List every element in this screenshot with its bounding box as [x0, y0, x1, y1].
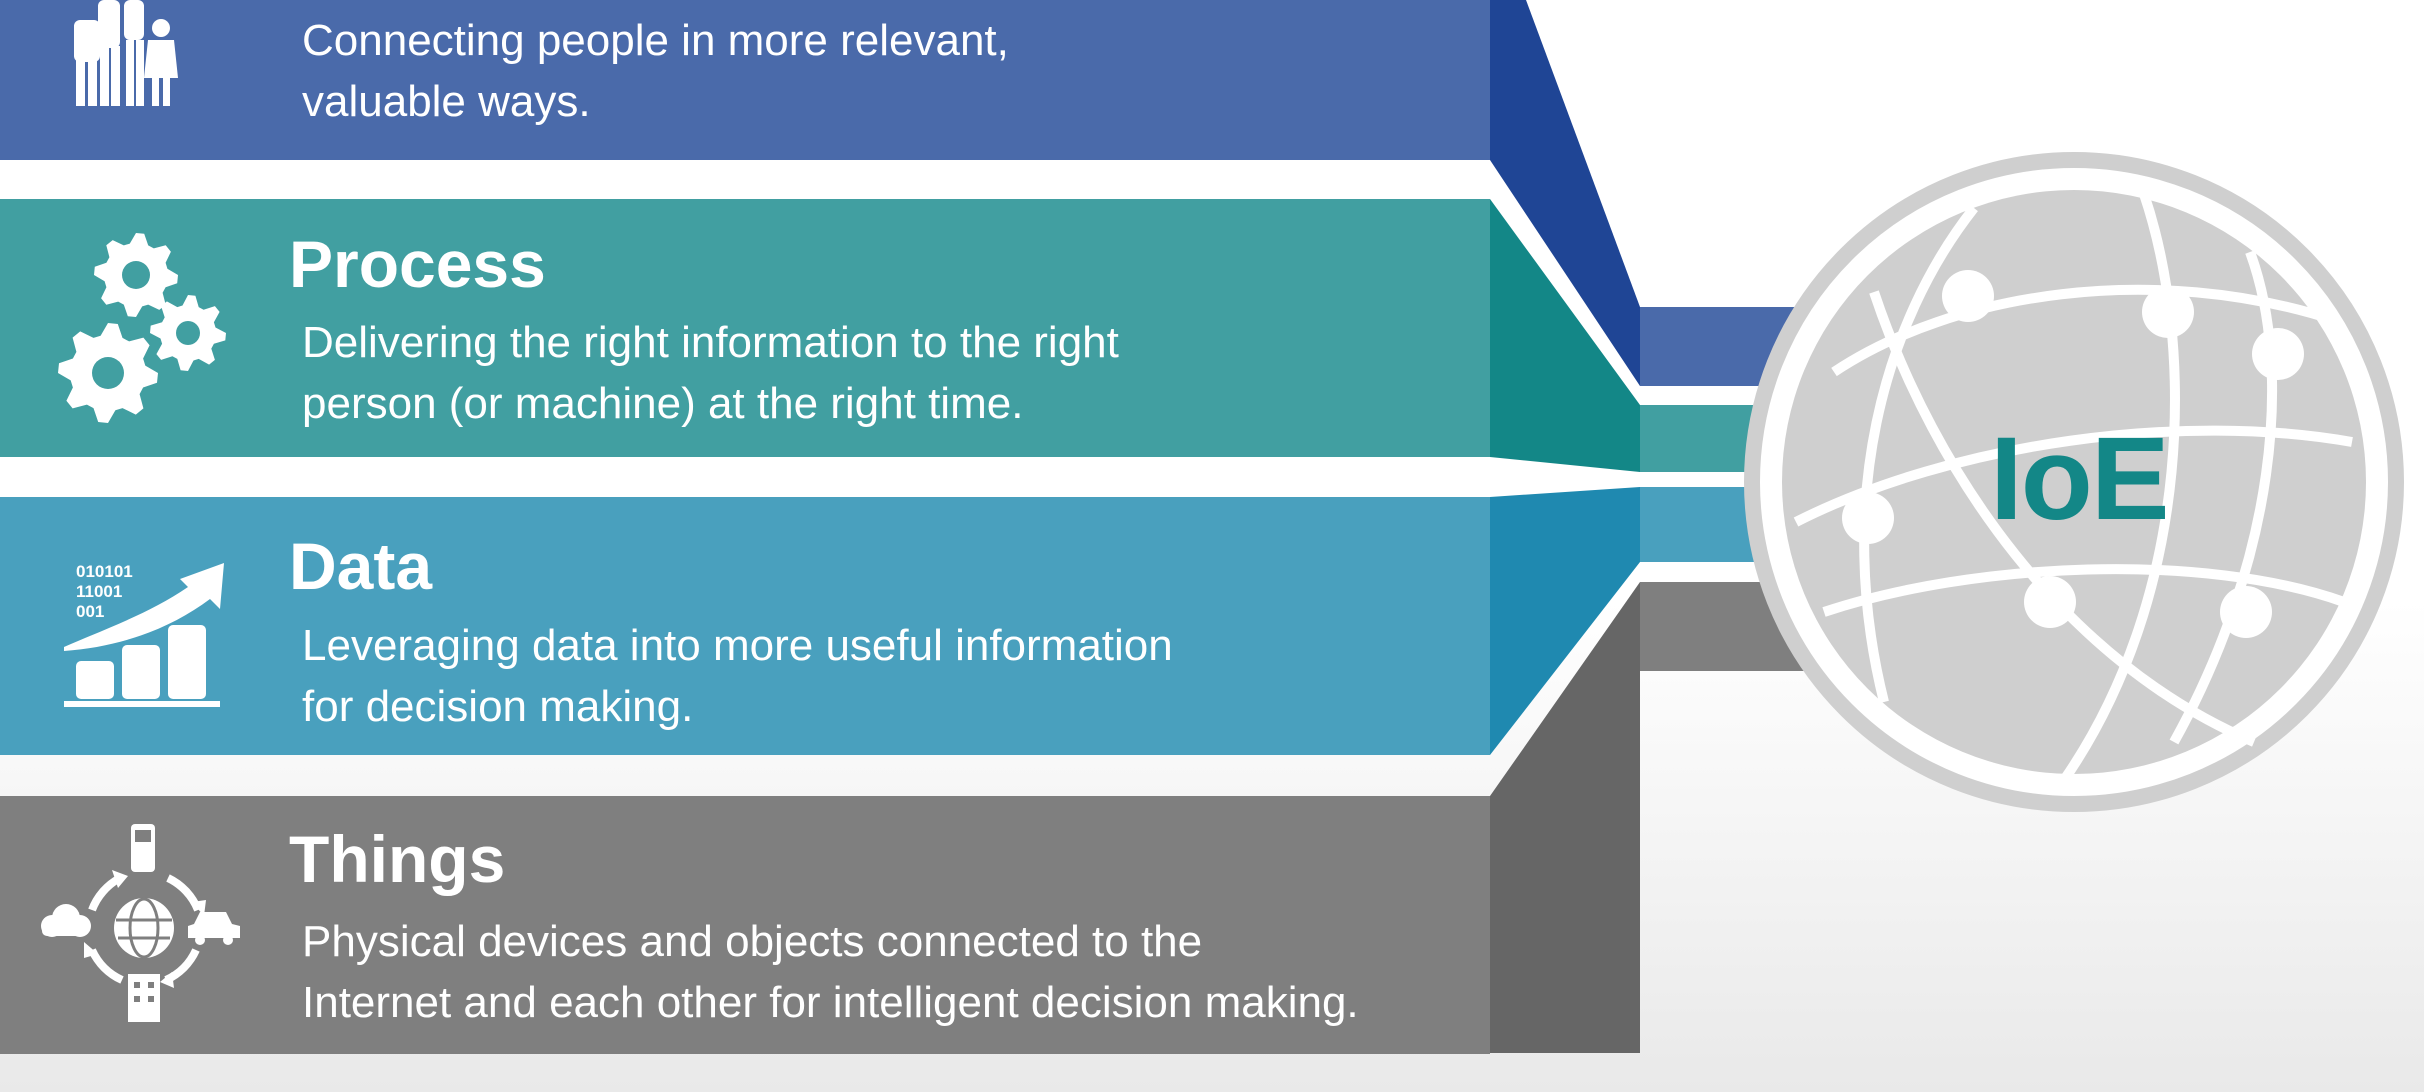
process-description-line-2: person (or machine) at the right time.: [302, 379, 1024, 428]
process-title: Process: [289, 227, 546, 301]
process-description-line-1: Delivering the right information to the …: [302, 318, 1119, 367]
gear-right: [150, 295, 226, 371]
people-band: Connecting people in more relevant, valu…: [0, 0, 1490, 160]
process-description: Delivering the right information to the …: [302, 312, 1119, 434]
data-growth-icon: 010101 11001 001: [64, 562, 224, 707]
things-description-line-2: Internet and each other for intelligent …: [302, 978, 1359, 1027]
people-description-line-2: valuable ways.: [302, 77, 591, 126]
family-icon: [74, 0, 178, 106]
gears-icon: [58, 233, 226, 423]
data-description-line-1: Leveraging data into more useful informa…: [302, 621, 1173, 670]
things-funnel: [1490, 582, 1640, 1053]
gear-bottom: [58, 323, 158, 423]
people-description: Connecting people in more relevant, valu…: [302, 10, 1009, 132]
process-funnel: [1490, 199, 1640, 472]
ioe-label: IoE: [1990, 413, 2170, 545]
data-description: Leveraging data into more useful informa…: [302, 615, 1173, 737]
gear-top: [94, 233, 178, 317]
things-title: Things: [289, 822, 506, 896]
binary-text-2: 11001: [76, 582, 122, 601]
things-description-line-1: Physical devices and objects connected t…: [302, 917, 1203, 966]
globe-icon: [1744, 152, 2404, 812]
things-band: Things Physical devices and objects conn…: [0, 796, 1490, 1054]
things-description: Physical devices and objects connected t…: [302, 911, 1359, 1033]
connected-things-icon: [41, 824, 240, 1022]
process-band: Process Delivering the right information…: [0, 199, 1490, 457]
data-funnel: [1490, 487, 1640, 755]
data-band: 010101 11001 001 Data Leveraging data in…: [0, 497, 1490, 755]
binary-text-3: 001: [76, 602, 104, 621]
binary-text-1: 010101: [76, 562, 133, 581]
people-funnel: [1490, 0, 1640, 386]
data-description-line-2: for decision making.: [302, 682, 694, 731]
data-title: Data: [289, 529, 433, 603]
people-description-line-1: Connecting people in more relevant,: [302, 16, 1009, 65]
